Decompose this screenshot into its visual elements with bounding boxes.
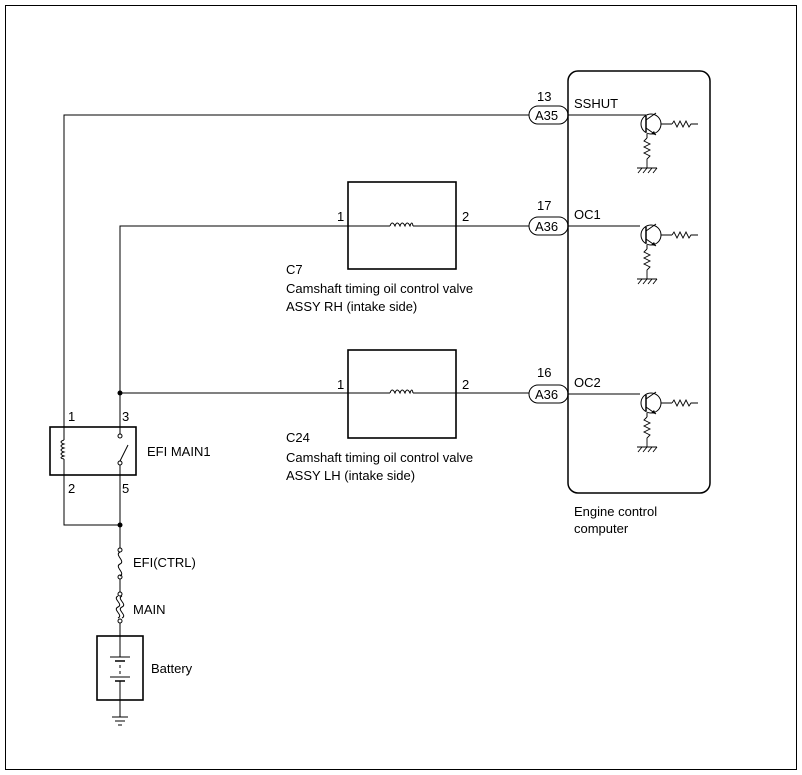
wire-sshut (63, 114, 529, 427)
relay-efi-main1: 1 3 2 5 EFI MAIN1 (49, 409, 211, 496)
relay-name: EFI MAIN1 (147, 444, 211, 459)
connector-label: A35 (535, 108, 558, 123)
relay-pin-1: 1 (68, 409, 75, 424)
ecu-pin-oc1: 17 A36 OC1 (528, 198, 601, 236)
fuse-label: EFI(CTRL) (133, 555, 196, 570)
fuse-label: MAIN (133, 602, 166, 617)
transistor-oc2 (568, 391, 698, 453)
coil-icon (389, 389, 414, 395)
fuse-efi-ctrl: EFI(CTRL) (117, 547, 196, 580)
valve-name-line2: ASSY LH (intake side) (286, 468, 415, 483)
transistor-oc1 (568, 223, 698, 285)
valve-name-line2: ASSY RH (intake side) (286, 299, 417, 314)
signal-label: OC1 (574, 207, 601, 222)
relay-box (49, 426, 137, 476)
valve-c7: 1 2 C7 Camshaft timing oil control valve… (286, 181, 473, 314)
wire-oc1-supply (119, 225, 348, 393)
diagram-frame (5, 5, 797, 770)
valve-pin-right: 2 (462, 377, 469, 392)
relay-pin-2: 2 (68, 481, 75, 496)
wire-relay-coil-ground (63, 475, 120, 526)
valve-code: C24 (286, 430, 310, 445)
valve-pin-left: 1 (337, 377, 344, 392)
valve-name-line1: Camshaft timing oil control valve (286, 450, 473, 465)
transistor-sshut (568, 112, 698, 174)
fuse-icon (117, 551, 123, 577)
valve-pin-left: 1 (337, 209, 344, 224)
battery: Battery (96, 635, 193, 701)
valve-code: C7 (286, 262, 303, 277)
ecu-pin-sshut: 13 A35 SSHUT (528, 89, 618, 125)
connector-label: A36 (535, 219, 558, 234)
pin-number: 16 (537, 365, 551, 380)
ecu-label-line1: Engine control (574, 504, 657, 519)
junction-dot (117, 522, 123, 528)
valve-name-line1: Camshaft timing oil control valve (286, 281, 473, 296)
relay-pin-5: 5 (122, 481, 129, 496)
connector-label: A36 (535, 387, 558, 402)
valve-box (347, 349, 457, 439)
relay-switch-icon (119, 444, 129, 462)
relay-pin-3: 3 (122, 409, 129, 424)
coil-icon (389, 222, 414, 228)
ground-icon (112, 716, 128, 726)
ecu-pin-oc2: 16 A36 OC2 (528, 365, 601, 404)
signal-label: SSHUT (574, 96, 618, 111)
valve-pin-right: 2 (462, 209, 469, 224)
valve-c24: 1 2 C24 Camshaft timing oil control valv… (286, 349, 473, 483)
relay-coil-icon (60, 439, 66, 460)
fuse-main: MAIN (115, 591, 166, 624)
fusible-link-icon (115, 595, 121, 619)
ecu-label-line2: computer (574, 521, 629, 536)
signal-label: OC2 (574, 375, 601, 390)
ecu-box (567, 70, 711, 494)
pin-number: 17 (537, 198, 551, 213)
pin-number: 13 (537, 89, 551, 104)
battery-label: Battery (151, 661, 193, 676)
